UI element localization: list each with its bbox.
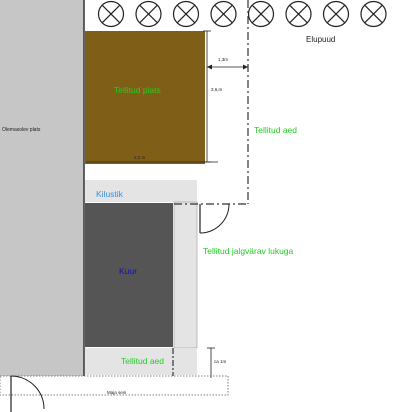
gravel-side-strip (173, 201, 198, 349)
gap-arrow-right (243, 64, 248, 70)
platform-height-label: 3,6,m (211, 87, 223, 92)
hedge-tree-icon (360, 0, 387, 28)
fence-right-label: Tellitud aed (254, 125, 297, 135)
house-wall-label: Maja sein (107, 390, 127, 395)
hedge-tree-icon (172, 0, 200, 28)
hedge-tree-icon (135, 0, 162, 28)
house-door-swing (10, 375, 45, 410)
hedge-label: Elupuud (306, 35, 335, 44)
gate-label: Tellitud jalgvärav lukuga (203, 246, 294, 256)
bottom-gap-label: ca 1m (214, 359, 227, 364)
gap-width-label: 1,3m (218, 57, 228, 62)
shed-area (85, 203, 173, 347)
ordered-platform-area (85, 31, 205, 164)
hedge-tree-icon (97, 0, 125, 28)
neighbor-plot-label: Olemasolev plats (2, 127, 41, 133)
gravel-bottom-area (85, 348, 197, 375)
platform-width-label: 2,2 m (134, 155, 146, 160)
neighbor-plot-area (0, 0, 84, 376)
gravel-label: Kilustik (96, 189, 124, 199)
fence-bottom-label: Tellitud aed (121, 356, 164, 366)
ordered-platform-label: Tellitud plats (114, 85, 161, 95)
hedge-row (97, 0, 387, 28)
hedge-tree-icon (285, 0, 312, 28)
shed-label: Kuur (119, 266, 137, 276)
hedge-tree-icon (322, 0, 350, 28)
gravel-area (85, 180, 197, 202)
hedge-tree-icon (210, 0, 237, 28)
house-wall (0, 375, 229, 396)
gate-swing-arc (199, 203, 230, 234)
gap-arrow-left (207, 64, 212, 70)
hedge-tree-icon (247, 0, 275, 28)
